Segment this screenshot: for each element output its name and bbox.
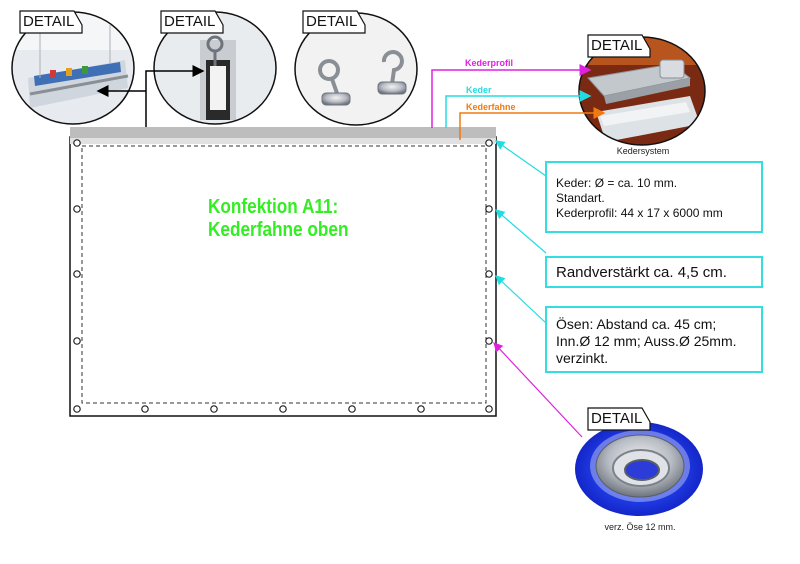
detail-tag-1: DETAIL	[23, 13, 75, 30]
detail-connectors	[96, 65, 205, 127]
label-keder: Keder	[466, 85, 492, 95]
caption-oese: verz. Öse 12 mm.	[604, 522, 676, 532]
detail-tag-frames	[19, 10, 651, 431]
infobox-keder-line3: Kederprofil: 44 x 17 x 6000 mm	[556, 206, 723, 220]
infobox-oesen-line1: Ösen: Abstand ca. 45 cm;	[556, 316, 717, 332]
detail-tag-4: DETAIL	[591, 37, 643, 54]
banner	[69, 127, 497, 417]
detail-tag-3: DETAIL	[306, 13, 358, 30]
label-kederfahne: Kederfahne	[466, 102, 516, 112]
detail-photo-eyelet	[575, 422, 703, 516]
banner-title-line1: Konfektion A11:	[208, 196, 339, 218]
caption-kedersystem: Kedersystem	[616, 146, 670, 156]
infobox-rand-line1: Randverstärkt ca. 4,5 cm.	[556, 264, 727, 281]
infobox-oesen-line3: verzinkt.	[556, 350, 609, 366]
label-kederprofil: Kederprofil	[465, 58, 514, 68]
infobox-oesen: Ösen: Abstand ca. 45 cm; Inn.Ø 12 mm; Au…	[545, 306, 763, 373]
infobox-keder-line2: Standart.	[556, 191, 605, 205]
info-leaders	[493, 140, 583, 438]
infobox-oesen-line2: Inn.Ø 12 mm; Auss.Ø 25mm.	[556, 333, 737, 349]
detail-tag-5: DETAIL	[591, 410, 643, 427]
infobox-rand: Randverstärkt ca. 4,5 cm.	[545, 256, 763, 288]
keder-leaders	[431, 64, 606, 140]
banner-title-line2: Kederfahne oben	[208, 219, 349, 241]
detail-tag-2: DETAIL	[164, 13, 216, 30]
infobox-keder-line1: Keder: Ø = ca. 10 mm.	[556, 176, 678, 190]
infobox-keder: Keder: Ø = ca. 10 mm. Standart. Kederpro…	[545, 161, 763, 233]
banner-title: Konfektion A11: Kederfahne oben	[208, 196, 348, 242]
